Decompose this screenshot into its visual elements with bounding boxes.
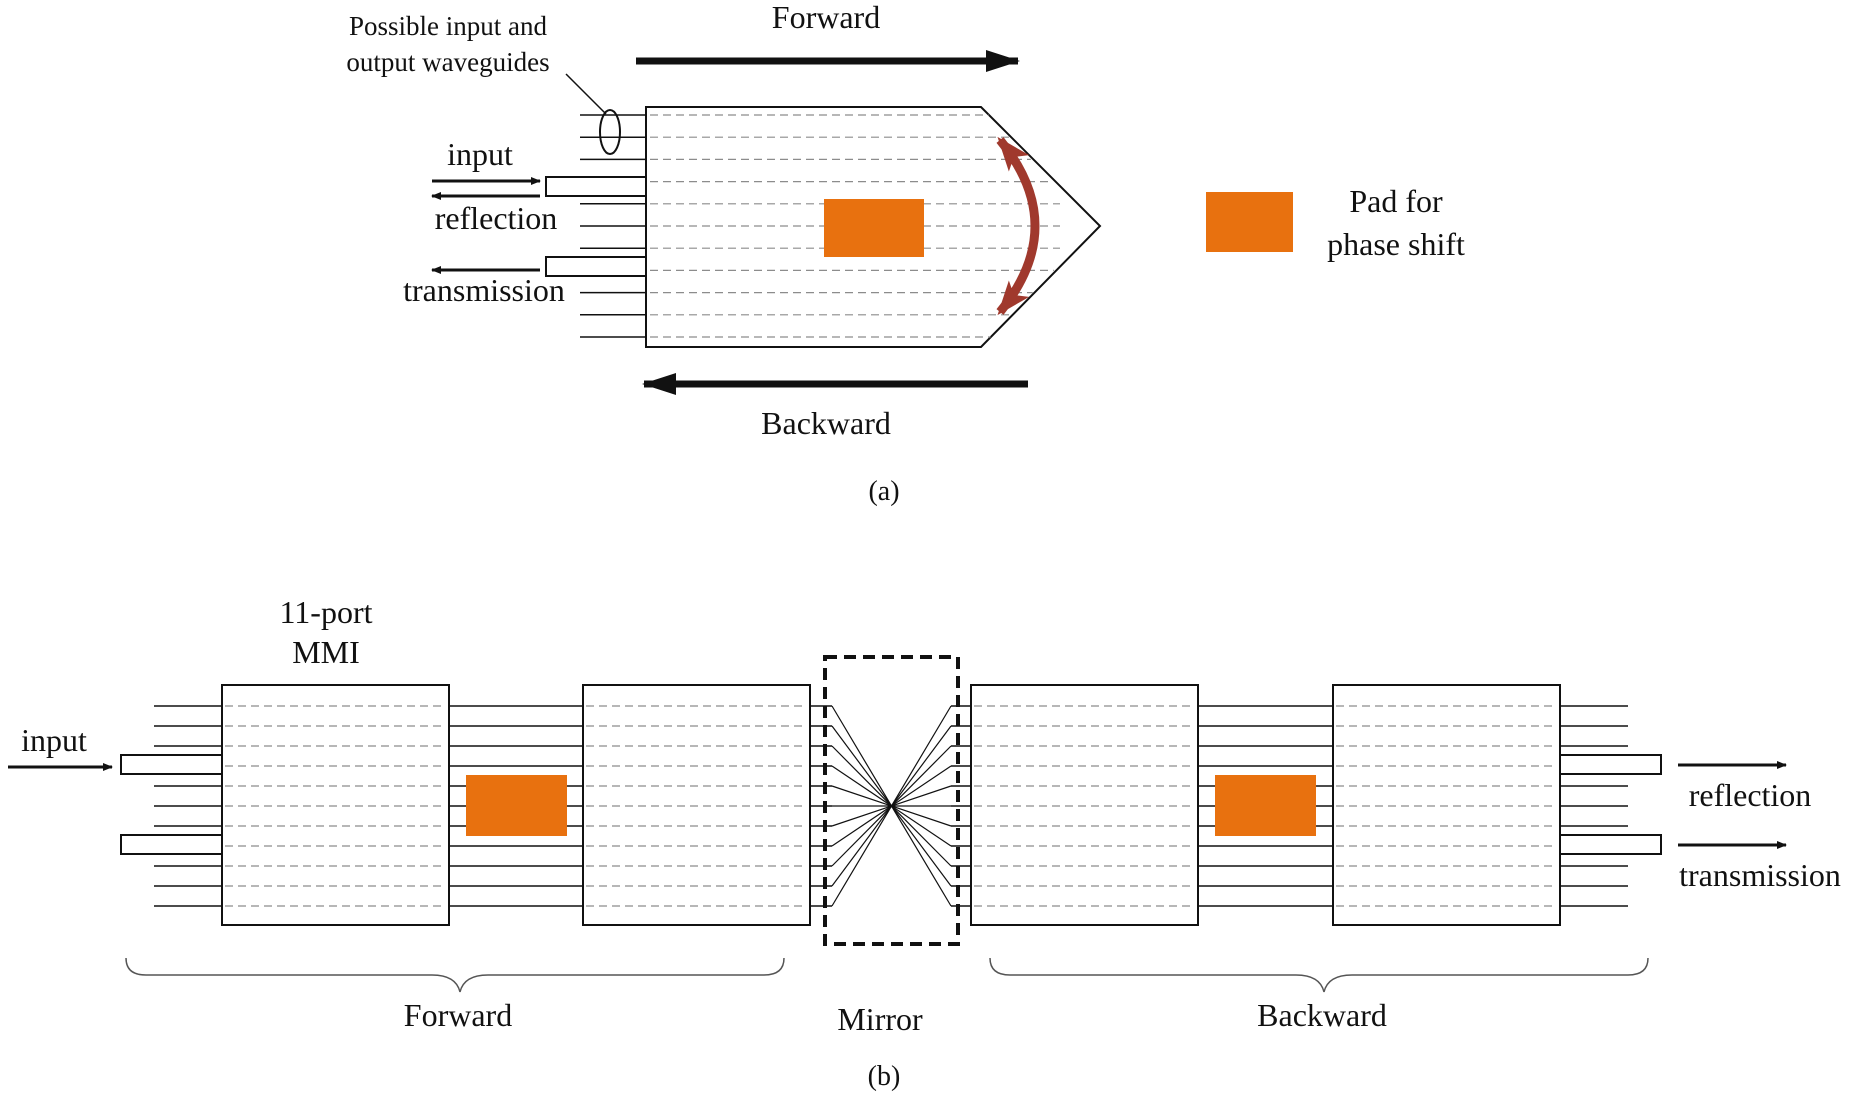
mmi-box-4 [1332, 684, 1561, 926]
caption-b: (b) [868, 1061, 901, 1092]
mirror-label: Mirror [837, 1001, 923, 1037]
mirror-box [823, 655, 960, 946]
phase-pad-b-forward [466, 775, 567, 836]
output-waveguide-b-left [120, 834, 223, 855]
caption-a: (a) [868, 476, 899, 507]
mmi-label-line1: 11-port [279, 594, 372, 630]
forward-brace [125, 957, 785, 993]
backward-brace [989, 957, 1649, 993]
forward-label-b: Forward [404, 997, 512, 1033]
waveguide-ellipse [599, 109, 621, 155]
input-waveguide-b [120, 754, 223, 775]
mmi-modes-b [225, 705, 1557, 907]
mmi-modes-a [650, 114, 1060, 338]
mmi-box-3 [970, 684, 1199, 926]
forward-label-a: Forward [772, 0, 880, 35]
input-label-b: input [21, 722, 87, 758]
mmi-box-1 [221, 684, 450, 926]
waveguide-note-leader [565, 73, 607, 115]
panel-b: 11-port MMI input reflection transmissio… [8, 594, 1841, 1092]
waveguide-note-line1: Possible input and [349, 11, 548, 41]
backward-label-a: Backward [761, 405, 891, 441]
waveguide-note-line2: output waveguides [346, 47, 549, 77]
output-waveguide-a [545, 256, 647, 277]
mirror-crossing-line [831, 705, 952, 907]
legend-pad-line1: Pad for [1349, 183, 1443, 219]
waveguide-lines-b [154, 705, 1628, 907]
input-waveguide-a [545, 176, 647, 197]
phase-pad-a [824, 199, 924, 257]
transmission-label-b: transmission [1679, 857, 1841, 893]
input-label-a: input [447, 136, 513, 172]
legend-pad-swatch [1206, 192, 1293, 252]
reflection-waveguide-b [1559, 754, 1662, 775]
panel-a: Forward Backward Possible input and outp… [346, 0, 1465, 507]
curved-reflection-arrow [996, 136, 1040, 316]
reflection-label-b: reflection [1689, 777, 1812, 813]
transmission-label-a: transmission [403, 272, 565, 308]
transmission-waveguide-b [1559, 834, 1662, 855]
legend-pad-line2: phase shift [1327, 226, 1465, 262]
mmi-label-line2: MMI [292, 634, 360, 670]
waveguide-stubs-a [580, 114, 646, 338]
mmi-box-2 [582, 684, 811, 926]
reflection-label-a: reflection [435, 200, 558, 236]
mmi-body-a [645, 106, 1102, 348]
phase-pad-b-backward [1215, 775, 1316, 836]
backward-label-b: Backward [1257, 997, 1387, 1033]
